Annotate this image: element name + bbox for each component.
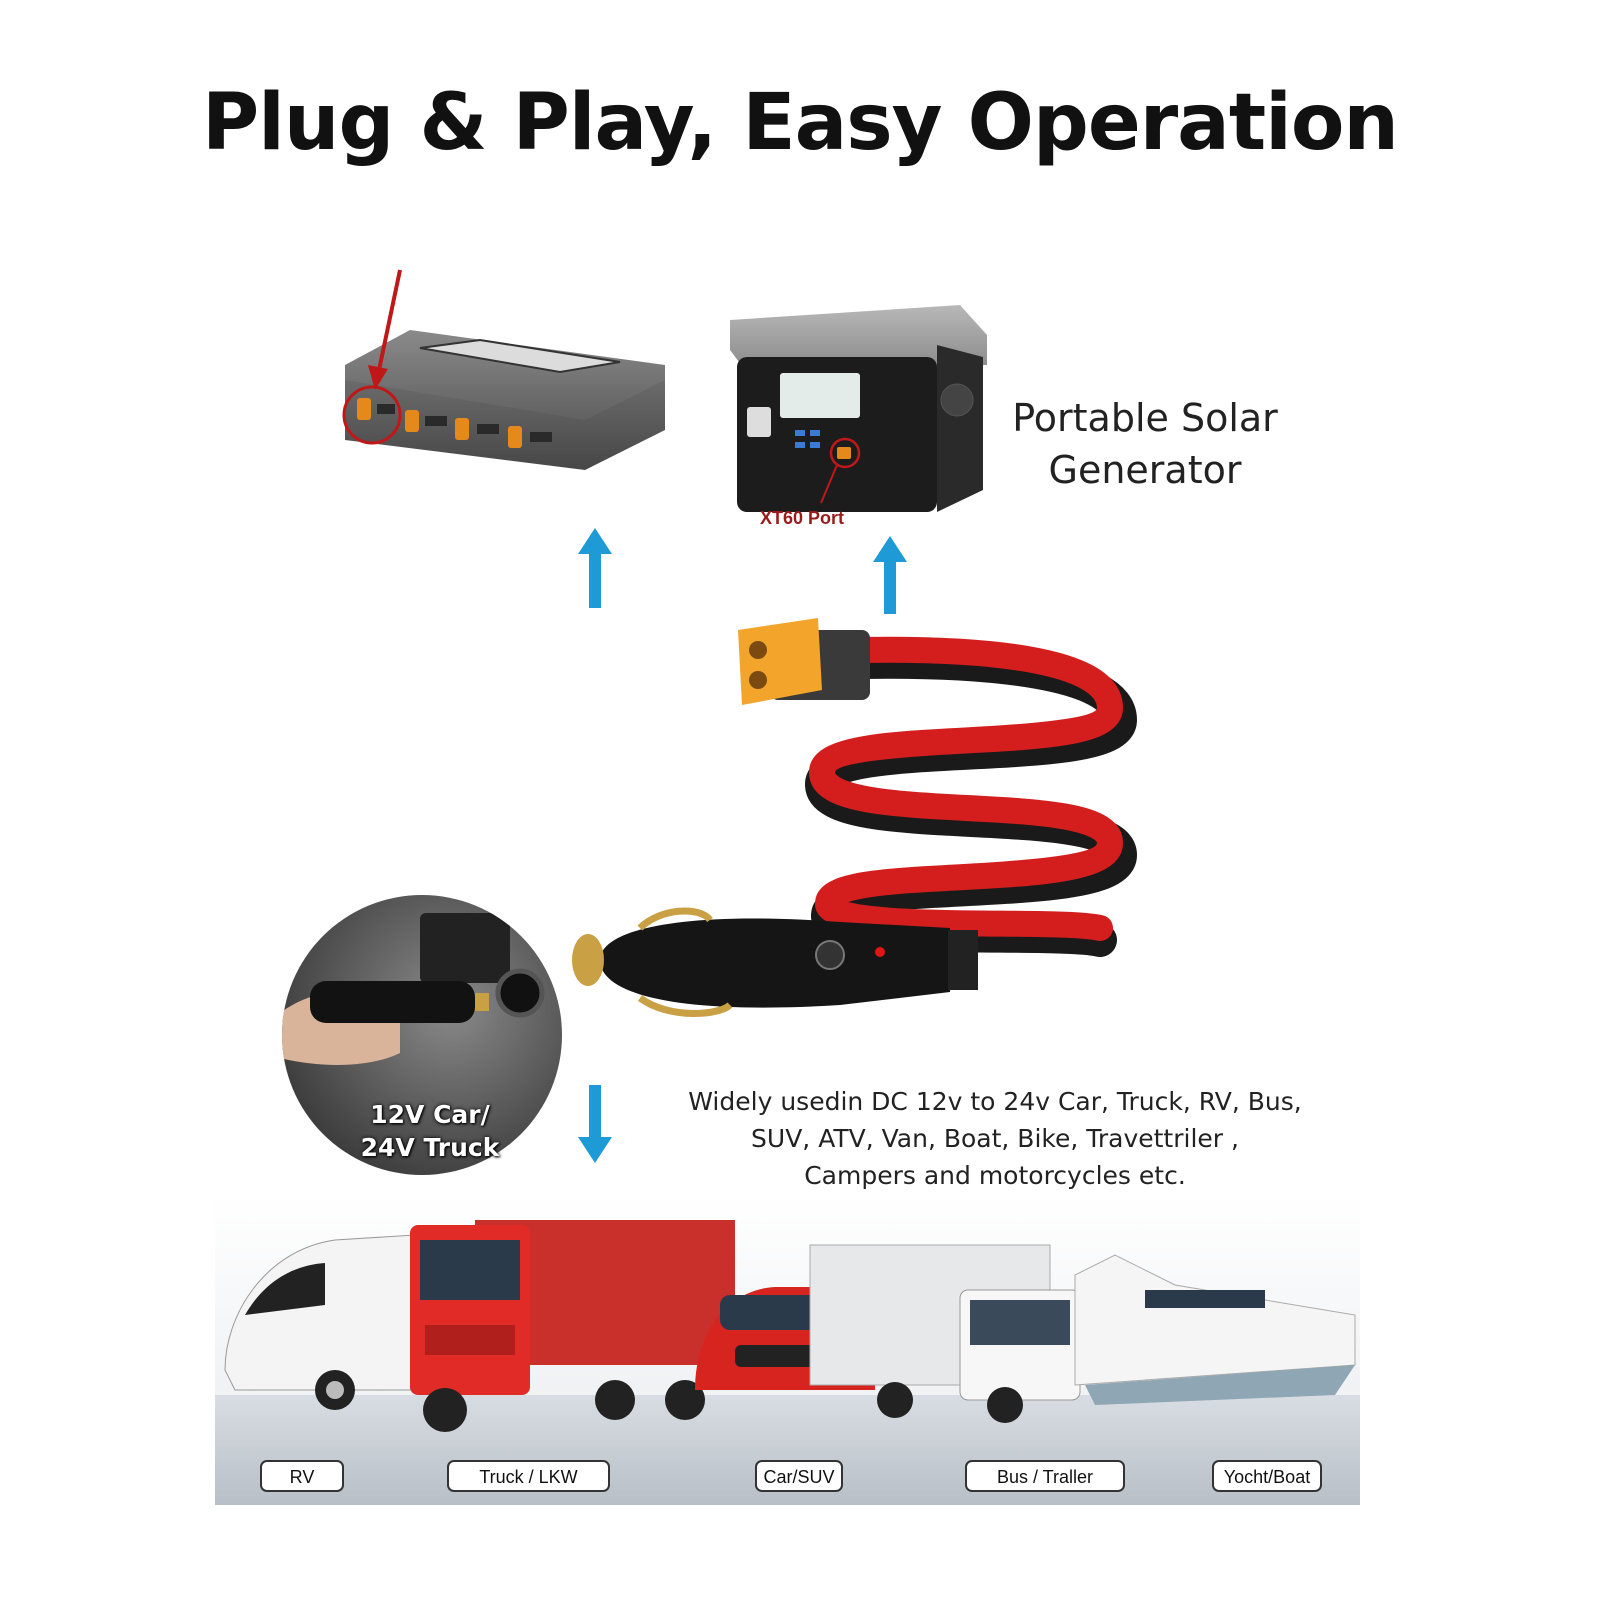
- car-socket-photo-inset: [282, 895, 562, 1175]
- vehicle-label-boat: Yocht/Boat: [1212, 1460, 1322, 1492]
- xt60-port-label: XT60 Port: [760, 508, 845, 528]
- vehicle-label-truck: Truck / LKW: [447, 1460, 610, 1492]
- car-inset-line2: 24V Truck: [360, 1133, 500, 1162]
- usage-line2: SUV, ATV, Van, Boat, Bike, Travettriler …: [751, 1124, 1239, 1153]
- usage-line3: Campers and motorcycles etc.: [804, 1161, 1186, 1190]
- generator-label: Portable Solar Generator: [995, 392, 1295, 496]
- usage-line1: Widely usedin DC 12v to 24v Car, Truck, …: [688, 1087, 1302, 1116]
- usage-description: Widely usedin DC 12v to 24v Car, Truck, …: [650, 1083, 1340, 1194]
- generator-label-line2: Generator: [1048, 448, 1242, 492]
- vehicle-label-car: Car/SUV: [755, 1460, 843, 1492]
- vehicles-strip-illustration: [215, 1195, 1360, 1505]
- vehicle-label-rv: RV: [260, 1460, 344, 1492]
- car-inset-line1: 12V Car/: [370, 1100, 490, 1129]
- blue-up-arrow-right: [873, 536, 907, 614]
- cable-illustration: [572, 618, 1138, 1017]
- car-inset-label: 12V Car/ 24V Truck: [330, 1098, 530, 1164]
- page-title: Plug & Play, Easy Operation: [202, 78, 1399, 168]
- red-pointer-arrow: [342, 269, 402, 445]
- charger-device-illustration: [345, 330, 665, 470]
- vehicle-label-bus: Bus / Traller: [965, 1460, 1125, 1492]
- generator-label-line1: Portable Solar: [1012, 396, 1278, 440]
- blue-up-arrow-left: [578, 528, 612, 608]
- portable-power-station-illustration: [730, 305, 987, 512]
- blue-down-arrow: [578, 1085, 612, 1163]
